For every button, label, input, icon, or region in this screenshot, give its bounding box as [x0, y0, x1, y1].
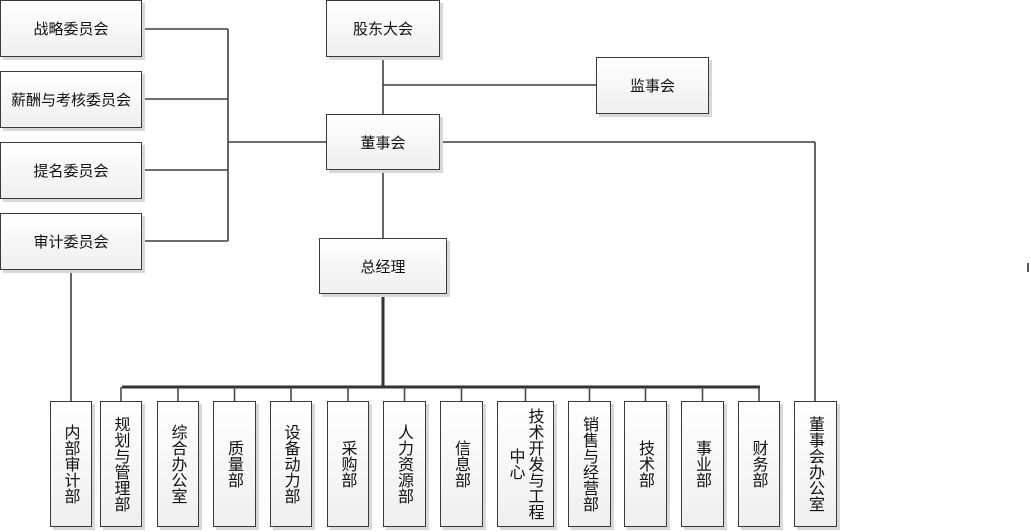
dept-box[interactable]: 技术部 [624, 401, 667, 527]
dept-label: 内部审计部 [61, 424, 81, 504]
dept-label: 采购部 [338, 440, 358, 488]
dept-internal-audit[interactable]: 内部审计部 [50, 401, 92, 527]
dept-box[interactable]: 规划与管理部 [100, 401, 142, 527]
dept-box[interactable]: 综合办公室 [157, 401, 199, 527]
dept-label: 事业部 [693, 440, 712, 488]
shareholders-meeting[interactable]: 股东大会 [326, 0, 440, 57]
board-of-directors[interactable]: 董事会 [326, 114, 440, 170]
node-label: 监事会 [629, 77, 675, 95]
edge-mark [1027, 263, 1029, 272]
committee-label: 审计委员会 [33, 233, 109, 251]
committee-label: 提名委员会 [33, 162, 109, 180]
dept-label: 综合办公室 [168, 424, 188, 504]
dept-board-office[interactable]: 董事会办公室 [794, 401, 837, 527]
dept-box[interactable]: 采购部 [327, 401, 369, 527]
committee-strategy[interactable]: 战略委员会 [0, 0, 142, 57]
dept-label: 董事会办公室 [806, 416, 825, 512]
dept-label: 财务部 [749, 440, 769, 488]
general-manager[interactable]: 总经理 [319, 238, 447, 294]
committee-audit[interactable]: 审计委员会 [0, 213, 142, 270]
dept-box[interactable]: 销售与经营部 [568, 401, 611, 527]
committee-nomination[interactable]: 提名委员会 [0, 142, 142, 199]
dept-box[interactable]: 人力资源部 [383, 401, 426, 527]
dept-label: 信息部 [452, 440, 471, 488]
dept-label: 设备动力部 [281, 424, 301, 504]
dept-box[interactable]: 设备动力部 [270, 401, 312, 527]
supervisory-board[interactable]: 监事会 [596, 57, 709, 114]
dept-label: 技术开发与工程中心 [506, 408, 545, 520]
committee-label: 战略委员会 [33, 20, 109, 38]
dept-label: 人力资源部 [395, 424, 414, 504]
node-label: 总经理 [360, 257, 406, 276]
dept-box[interactable]: 财务部 [738, 401, 780, 527]
dept-box[interactable]: 事业部 [681, 401, 724, 527]
node-label: 股东大会 [352, 20, 413, 38]
dept-label: 销售与经营部 [580, 416, 599, 512]
dept-label: 规划与管理部 [111, 416, 131, 512]
dept-box[interactable]: 技术开发与工程中心 [497, 401, 554, 527]
committee-label: 薪酬与考核委员会 [10, 91, 131, 109]
dept-box[interactable]: 信息部 [440, 401, 483, 527]
committee-compensation[interactable]: 薪酬与考核委员会 [0, 71, 142, 128]
dept-label: 技术部 [636, 440, 655, 488]
dept-label: 质量部 [225, 440, 244, 488]
node-label: 董事会 [360, 133, 406, 152]
dept-box[interactable]: 质量部 [213, 401, 256, 527]
